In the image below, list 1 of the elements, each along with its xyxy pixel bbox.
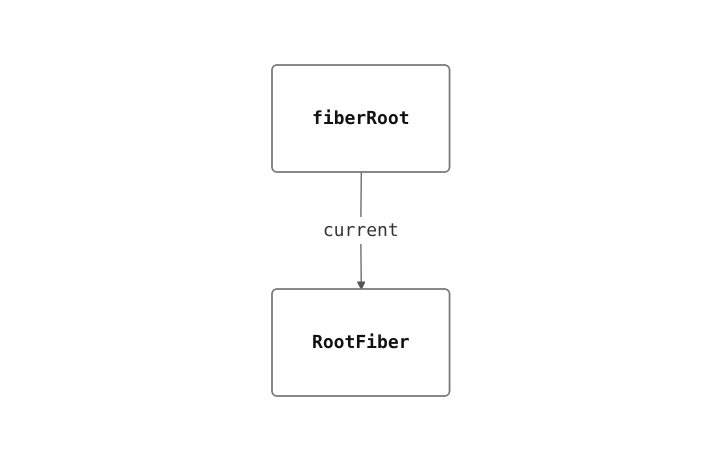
edge-label: current	[323, 220, 399, 240]
